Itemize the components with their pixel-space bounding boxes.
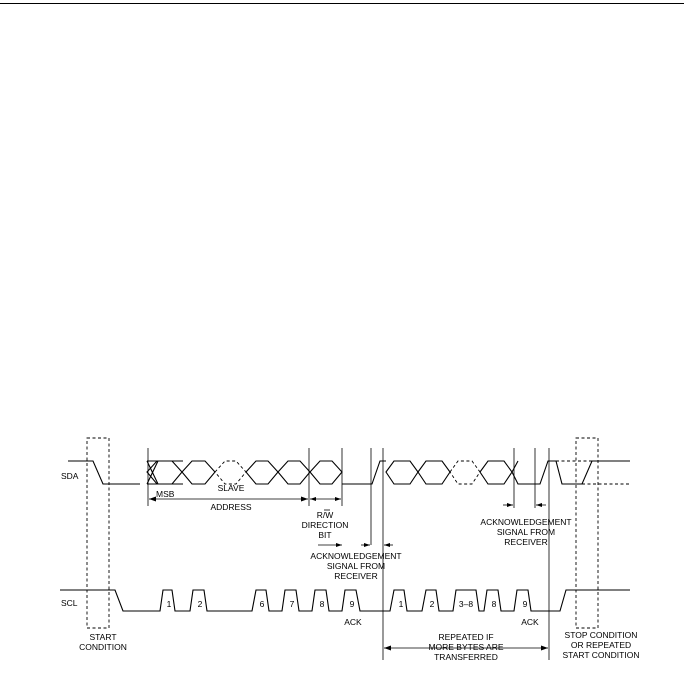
ack-signal-right-label: ACKNOWLEDGEMENT bbox=[480, 517, 571, 527]
page-top-rule bbox=[0, 3, 684, 4]
stop-condition-box bbox=[575, 437, 599, 629]
slave-address-label: SLAVE bbox=[218, 483, 245, 493]
rw-direction-label: R/W bbox=[317, 510, 334, 520]
start-condition-label: CONDITION bbox=[79, 642, 127, 652]
start-condition-label: START bbox=[89, 632, 116, 642]
repeated-label: TRANSFERRED bbox=[434, 652, 498, 662]
clock-pulse-label: 3–8 bbox=[459, 599, 473, 609]
rw-direction-label: DIRECTION bbox=[302, 520, 349, 530]
ack-signal-right-label: RECEIVER bbox=[504, 537, 547, 547]
slave-address-label: ADDRESS bbox=[210, 502, 251, 512]
clock-pulse-label: 1 bbox=[167, 599, 172, 609]
dimension-arrows bbox=[149, 496, 548, 651]
ack-signal-left-label: ACKNOWLEDGEMENT bbox=[310, 551, 401, 561]
clock-pulse-label: 9 bbox=[350, 599, 355, 609]
clock-pulse-label: 8 bbox=[320, 599, 325, 609]
repeated-label: REPEATED IF bbox=[438, 632, 493, 642]
ack-signal-left-label: SIGNAL FROM bbox=[327, 561, 385, 571]
ack-signal-left-label: RECEIVER bbox=[334, 571, 377, 581]
scl-waveform bbox=[60, 589, 630, 612]
clock-pulse-label: 7 bbox=[290, 599, 295, 609]
clock-pulse-label: 8 bbox=[492, 599, 497, 609]
msb-label: MSB bbox=[156, 489, 175, 499]
ack-signal-right-label: SIGNAL FROM bbox=[497, 527, 555, 537]
reference-lines bbox=[147, 448, 550, 660]
sda-waveform bbox=[68, 460, 630, 485]
stop-condition-label: OR REPEATED bbox=[571, 640, 631, 650]
clock-pulse-label: 1 bbox=[399, 599, 404, 609]
clock-pulse-label: 2 bbox=[430, 599, 435, 609]
rw-direction-label: BIT bbox=[318, 530, 331, 540]
ack-label: ACK bbox=[344, 617, 362, 627]
start-condition-box bbox=[86, 437, 110, 629]
stop-condition-label: STOP CONDITION bbox=[565, 630, 638, 640]
ack-label: ACK bbox=[521, 617, 539, 627]
repeated-label: MORE BYTES ARE bbox=[428, 642, 503, 652]
clock-pulse-label: 2 bbox=[198, 599, 203, 609]
clock-pulse-label: 6 bbox=[260, 599, 265, 609]
clock-pulse-label: 9 bbox=[523, 599, 528, 609]
stop-condition-label: START CONDITION bbox=[563, 650, 640, 660]
sda-label: SDA bbox=[61, 471, 79, 481]
scl-label: SCL bbox=[61, 598, 78, 608]
